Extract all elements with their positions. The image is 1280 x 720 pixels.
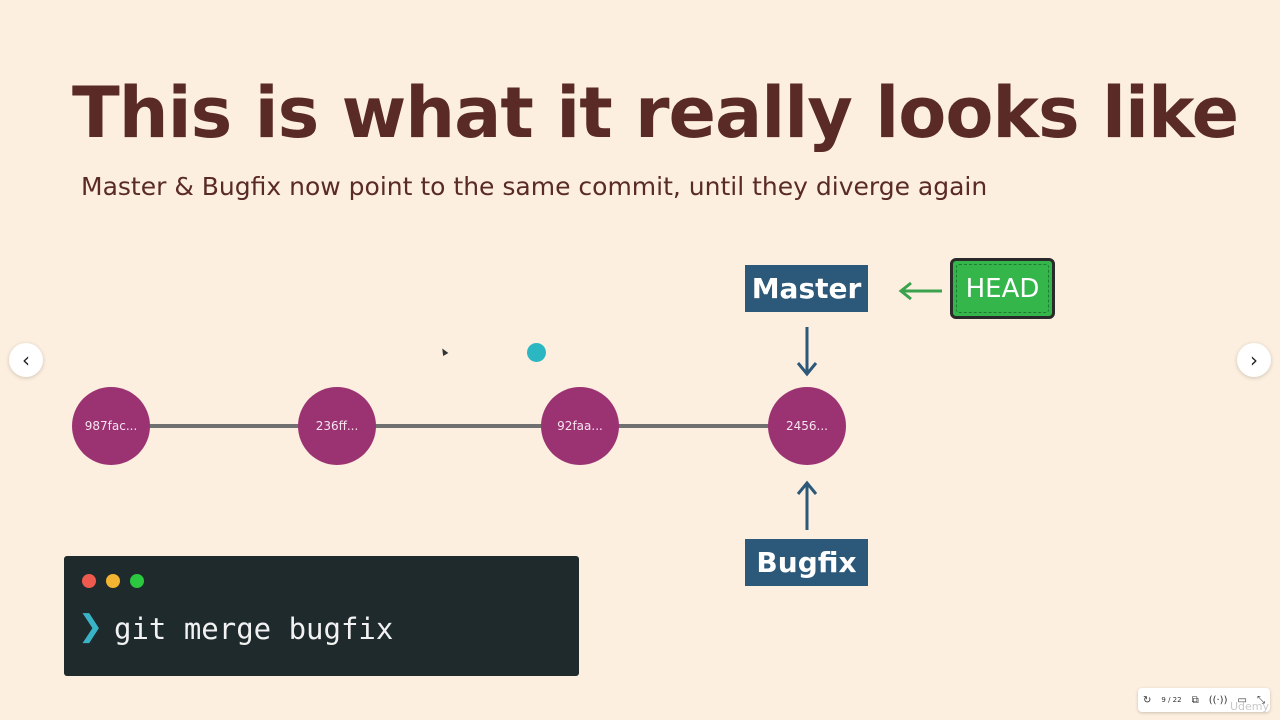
head-text: HEAD — [965, 273, 1040, 304]
page-counter: 9 / 22 — [1161, 696, 1182, 704]
captions-icon[interactable]: ▭ — [1237, 694, 1247, 706]
commit-node: 2456... — [768, 387, 846, 465]
close-dot-icon — [82, 574, 96, 588]
prompt-chevron-icon: ❯ — [78, 609, 104, 644]
head-to-master-arrow-icon — [898, 281, 942, 301]
terminal-window: ❯ git merge bugfix — [64, 556, 579, 676]
pages-icon[interactable]: ⧉ — [1191, 694, 1199, 706]
replay-icon[interactable]: ↻ — [1143, 694, 1152, 706]
next-slide-button[interactable]: › — [1237, 343, 1271, 377]
udemy-watermark: Udemy — [1230, 700, 1270, 713]
commit-history-line — [110, 424, 807, 428]
slide-title: This is what it really looks like — [72, 72, 1239, 154]
master-to-commit-arrow-icon — [796, 327, 818, 377]
maximize-dot-icon — [130, 574, 144, 588]
commit-hash: 2456... — [786, 419, 828, 433]
commit-hash: 92faa... — [557, 419, 603, 433]
commit-node: 987fac... — [72, 387, 150, 465]
mouse-cursor-icon — [439, 346, 449, 357]
master-branch-label: Master — [745, 265, 868, 312]
broadcast-icon[interactable]: ((·)) — [1208, 694, 1228, 706]
player-control-bar: ↻ 9 / 22 ⧉ ((·)) ▭ ⤡ — [1138, 688, 1270, 712]
slide-subtitle: Master & Bugfix now point to the same co… — [81, 172, 988, 201]
commit-node: 236ff... — [298, 387, 376, 465]
commit-node: 92faa... — [541, 387, 619, 465]
bugfix-to-commit-arrow-icon — [796, 480, 818, 530]
chevron-right-icon: › — [1250, 348, 1258, 372]
head-pointer-label: HEAD — [950, 258, 1055, 319]
laser-pointer-dot — [527, 343, 546, 362]
previous-slide-button[interactable]: ‹ — [9, 343, 43, 377]
terminal-command: git merge bugfix — [114, 612, 394, 646]
bugfix-branch-label: Bugfix — [745, 539, 868, 586]
chevron-left-icon: ‹ — [22, 348, 30, 372]
head-dashed-border — [956, 264, 1049, 313]
minimize-dot-icon — [106, 574, 120, 588]
commit-hash: 236ff... — [315, 419, 359, 433]
fullscreen-exit-icon[interactable]: ⤡ — [1256, 694, 1265, 706]
commit-hash: 987fac... — [84, 419, 138, 433]
